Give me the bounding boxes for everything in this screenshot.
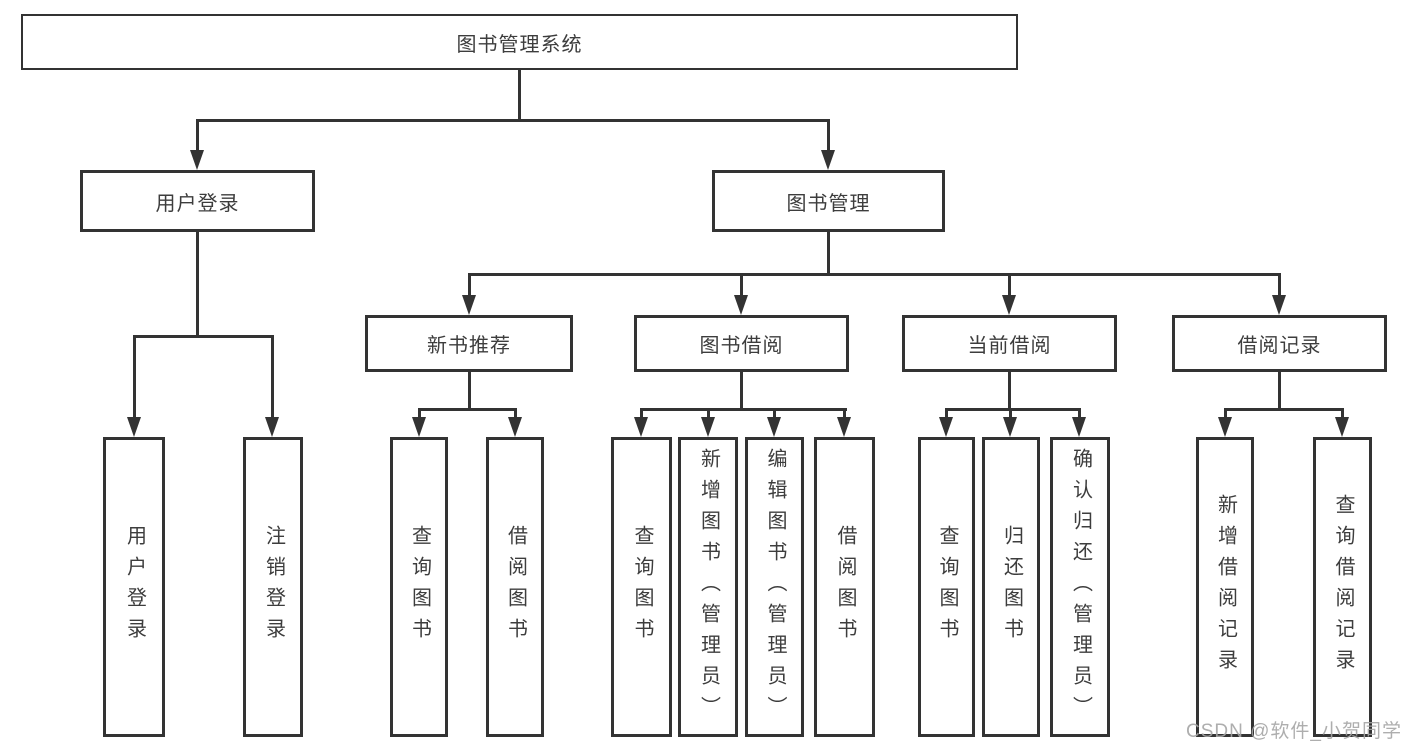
arrow-down-icon [939, 417, 953, 437]
node-current-borrowing: 当前借阅 [902, 315, 1117, 372]
arrow-down-icon [1218, 417, 1232, 437]
connector-line [773, 408, 776, 420]
leaf-label: 查询图书 [631, 525, 653, 649]
arrow-down-icon [767, 417, 781, 437]
leaf-label: 编辑图书（管理员） [764, 447, 786, 727]
connector-line [740, 372, 743, 408]
leaf-logout: 注销登录 [243, 437, 303, 737]
leaf-label: 借阅图书 [504, 525, 527, 649]
connector-line [196, 119, 830, 122]
leaf-label: 查询图书 [936, 525, 958, 649]
arrow-down-icon [412, 417, 426, 437]
connector-line [827, 232, 830, 273]
connector-line [1341, 408, 1344, 420]
leaf-add-borrow-record: 新增借阅记录 [1196, 437, 1254, 737]
arrow-down-icon [837, 417, 851, 437]
leaf-label: 查询图书 [408, 525, 431, 649]
connector-line [640, 408, 643, 420]
connector-line [468, 273, 1281, 276]
arrow-down-icon [508, 417, 522, 437]
connector-line [1278, 273, 1281, 297]
connector-line [468, 273, 471, 297]
leaf-add-books-admin: 新增图书（管理员） [678, 437, 738, 737]
leaf-query-books-recommend: 查询图书 [390, 437, 448, 737]
leaf-query-books-borrowing: 查询图书 [611, 437, 672, 737]
leaf-label: 归还图书 [1000, 525, 1023, 649]
arrow-down-icon [1003, 417, 1017, 437]
connector-line [1224, 408, 1227, 420]
node-book-borrowing: 图书借阅 [634, 315, 849, 372]
connector-line [196, 119, 199, 152]
arrow-down-icon [1272, 295, 1286, 315]
arrow-down-icon [1002, 295, 1016, 315]
csdn-watermark: CSDN @软件_小贺同学 [1186, 721, 1402, 742]
leaf-label: 注销登录 [262, 525, 285, 649]
connector-line [271, 335, 274, 418]
arrow-down-icon [634, 417, 648, 437]
leaf-label: 借阅图书 [834, 525, 856, 649]
leaf-borrow-books: 借阅图书 [814, 437, 875, 737]
connector-line [827, 119, 830, 152]
connector-line [196, 232, 199, 335]
arrow-down-icon [701, 417, 715, 437]
connector-line [740, 273, 743, 297]
arrow-down-icon [127, 417, 141, 437]
leaf-user-login: 用户登录 [103, 437, 165, 737]
connector-line [945, 408, 948, 420]
leaf-label: 新增图书（管理员） [697, 447, 720, 727]
connector-line [707, 408, 710, 420]
leaf-query-books-current: 查询图书 [918, 437, 975, 737]
leaf-label: 确认归还（管理员） [1069, 447, 1092, 727]
arrow-down-icon [734, 295, 748, 315]
connector-line [1078, 408, 1081, 420]
leaf-edit-books-admin: 编辑图书（管理员） [745, 437, 804, 737]
node-borrowing-records: 借阅记录 [1172, 315, 1387, 372]
leaf-borrow-books-recommend: 借阅图书 [486, 437, 544, 737]
connector-line [1008, 372, 1011, 408]
connector-line [468, 372, 471, 408]
leaf-label: 用户登录 [123, 525, 146, 649]
connector-line [640, 408, 847, 411]
arrow-down-icon [1072, 417, 1086, 437]
leaf-confirm-return-admin: 确认归还（管理员） [1050, 437, 1110, 737]
arrow-down-icon [821, 150, 835, 170]
node-new-book-recommend: 新书推荐 [365, 315, 573, 372]
connector-line [514, 408, 517, 420]
node-book-management: 图书管理 [712, 170, 945, 232]
node-user-login: 用户登录 [80, 170, 315, 232]
connector-line [1008, 273, 1011, 297]
arrow-down-icon [462, 295, 476, 315]
leaf-label: 新增借阅记录 [1214, 494, 1237, 680]
connector-line [1278, 372, 1281, 408]
connector-line [843, 408, 846, 420]
connector-line [518, 68, 521, 119]
connector-line [1224, 408, 1343, 411]
leaf-return-books: 归还图书 [982, 437, 1040, 737]
leaf-query-borrow-record: 查询借阅记录 [1313, 437, 1372, 737]
connector-line [1009, 408, 1012, 420]
arrow-down-icon [190, 150, 204, 170]
arrow-down-icon [1335, 417, 1349, 437]
connector-line [945, 408, 1081, 411]
node-root: 图书管理系统 [21, 14, 1018, 70]
connector-line [133, 335, 136, 418]
connector-line [418, 408, 421, 420]
connector-line [418, 408, 517, 411]
connector-line [133, 335, 274, 338]
arrow-down-icon [265, 417, 279, 437]
leaf-label: 查询借阅记录 [1332, 494, 1354, 680]
